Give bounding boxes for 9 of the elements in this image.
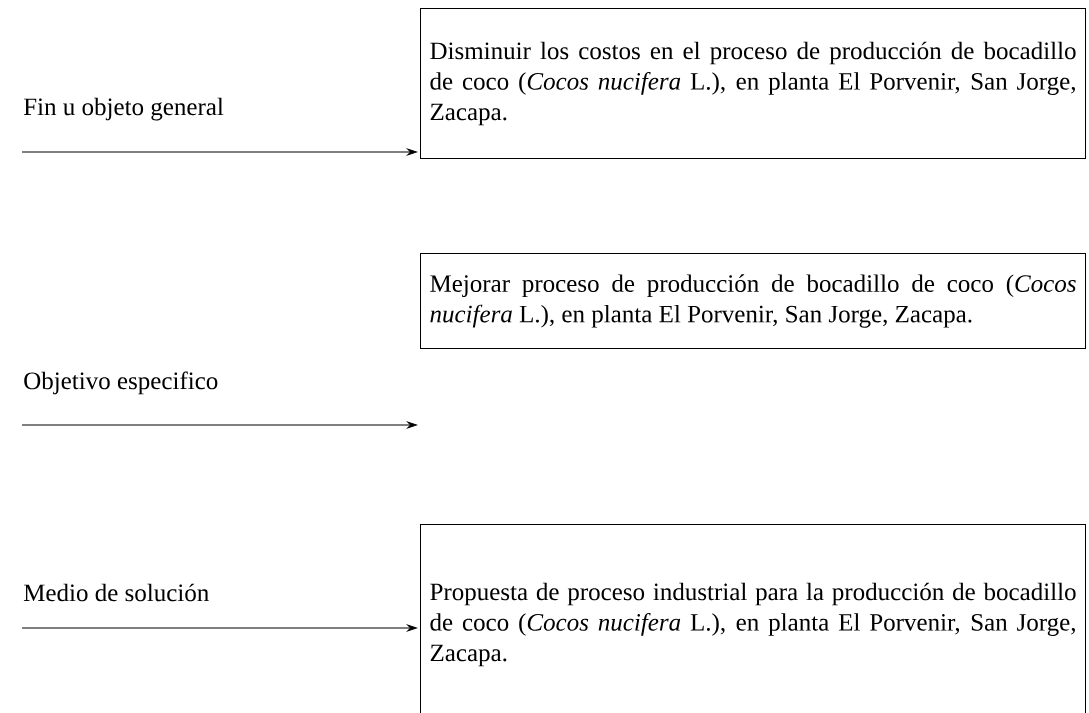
label-text: Fin u objeto general — [23, 97, 224, 121]
text-box: Mejorar proceso de producción de bocadillo de coco (Cocos nucifera L.), en planta El Porvenir, San Jorge, Zacapa. — [420, 253, 1086, 349]
text-box: Disminuir los costos en el proceso de producción de bocadillo de coco (Cocos nucifera L.), en planta El Porvenir, San Jorge, Zacapa. — [420, 8, 1086, 159]
arrow — [21, 148, 417, 156]
arrow — [21, 624, 417, 632]
arrow — [21, 421, 417, 429]
text-box: Propuesta de proceso industrial para la producción de bocadillo de coco (Cocos nucifera L.), en planta El Porvenir, San Jorge, Zacapa. — [420, 524, 1086, 713]
label-text: Objetivo especifico — [24, 371, 218, 395]
label-text: Medio de solución — [23, 583, 209, 602]
